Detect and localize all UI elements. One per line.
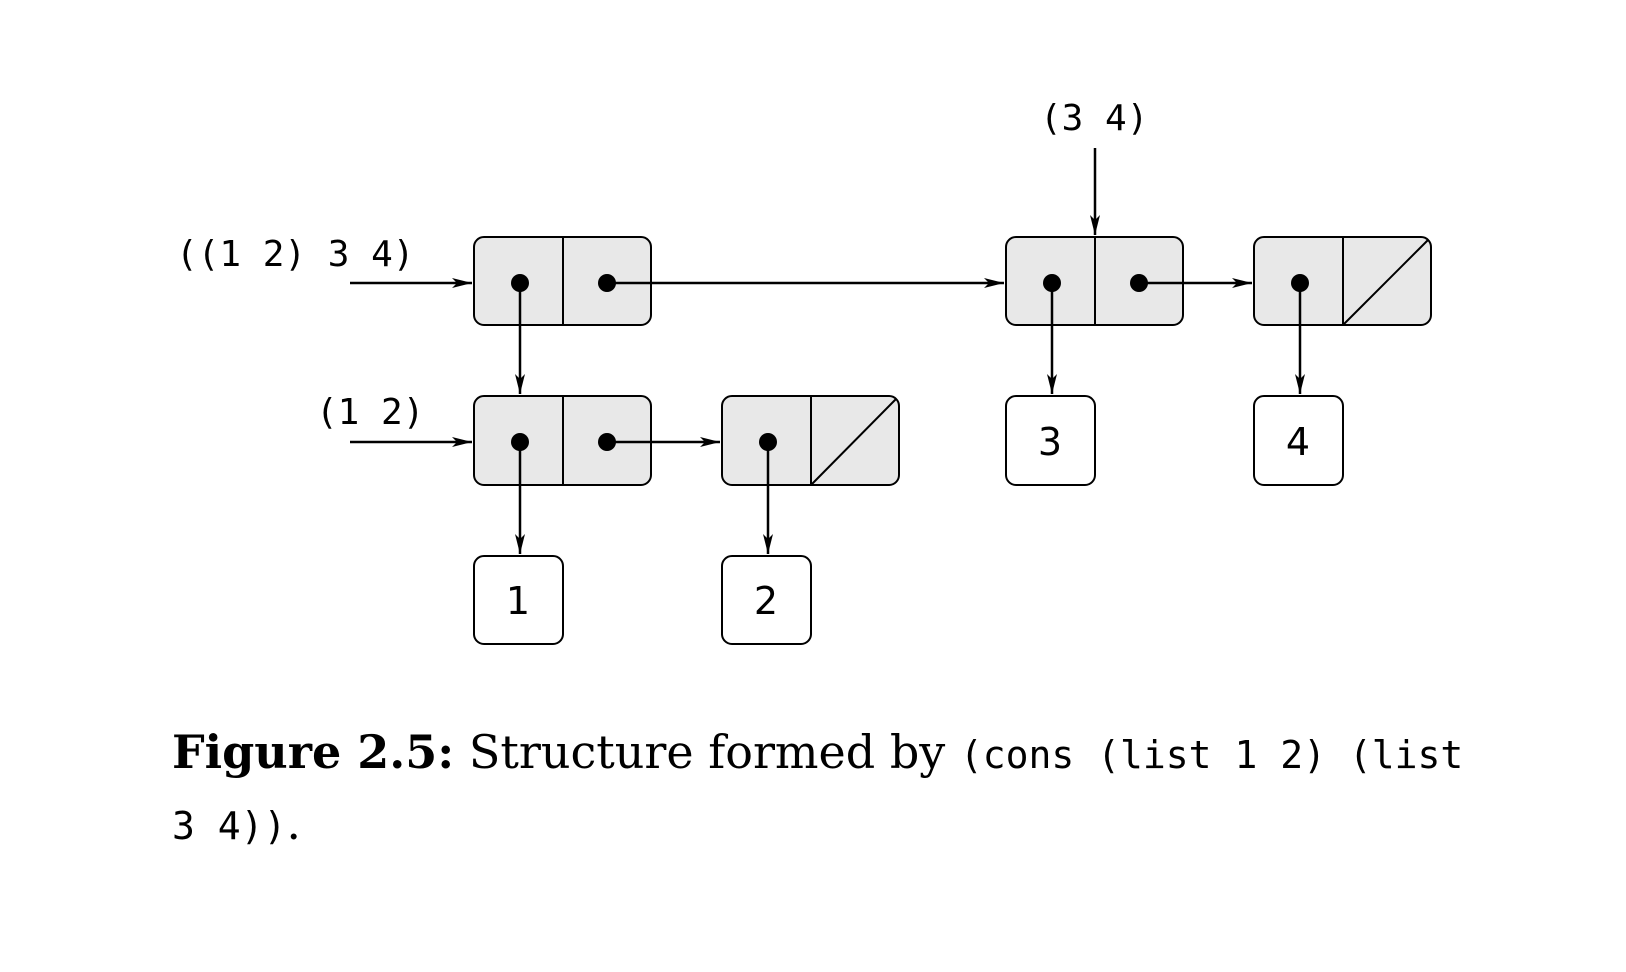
- atom-value: 1: [506, 579, 530, 623]
- caption-label: Figure 2.5:: [172, 725, 455, 779]
- label-tail-list: (3 4): [1040, 98, 1148, 139]
- label-inner-list: (1 2): [316, 392, 424, 433]
- atom-1: 1: [473, 555, 564, 645]
- atom-box: [721, 555, 812, 645]
- caption-text: Structure formed by: [454, 725, 960, 779]
- nil-slash: [1342, 239, 1429, 326]
- figure-caption: Figure 2.5: Structure formed by (cons (l…: [172, 718, 1472, 860]
- atom-box: [1253, 395, 1344, 486]
- atom-3: 3: [1005, 395, 1096, 486]
- pair-outer-2: [1005, 236, 1184, 326]
- caption-code-line2: 3 4)): [172, 804, 287, 848]
- pair-inner-2: [721, 395, 900, 486]
- pair-outer-3: [1253, 236, 1432, 326]
- atom-2: 2: [721, 555, 812, 645]
- caption-code-line1: (cons (list 1 2) (list: [959, 733, 1464, 777]
- atom-box: [473, 555, 564, 645]
- atom-value: 2: [754, 579, 778, 623]
- atom-box: [1005, 395, 1096, 486]
- atom-value: 4: [1286, 420, 1310, 464]
- nil-slash: [810, 398, 897, 486]
- pair-outer-1: [473, 236, 652, 326]
- atom-value: 3: [1038, 420, 1062, 464]
- box-pointer-diagram: ((1 2) 3 4) (1 2) (3 4): [176, 98, 1432, 645]
- caption-end: .: [286, 796, 302, 850]
- pair-inner-1: [473, 395, 652, 486]
- atom-4: 4: [1253, 395, 1344, 486]
- label-outer-list: ((1 2) 3 4): [176, 234, 414, 275]
